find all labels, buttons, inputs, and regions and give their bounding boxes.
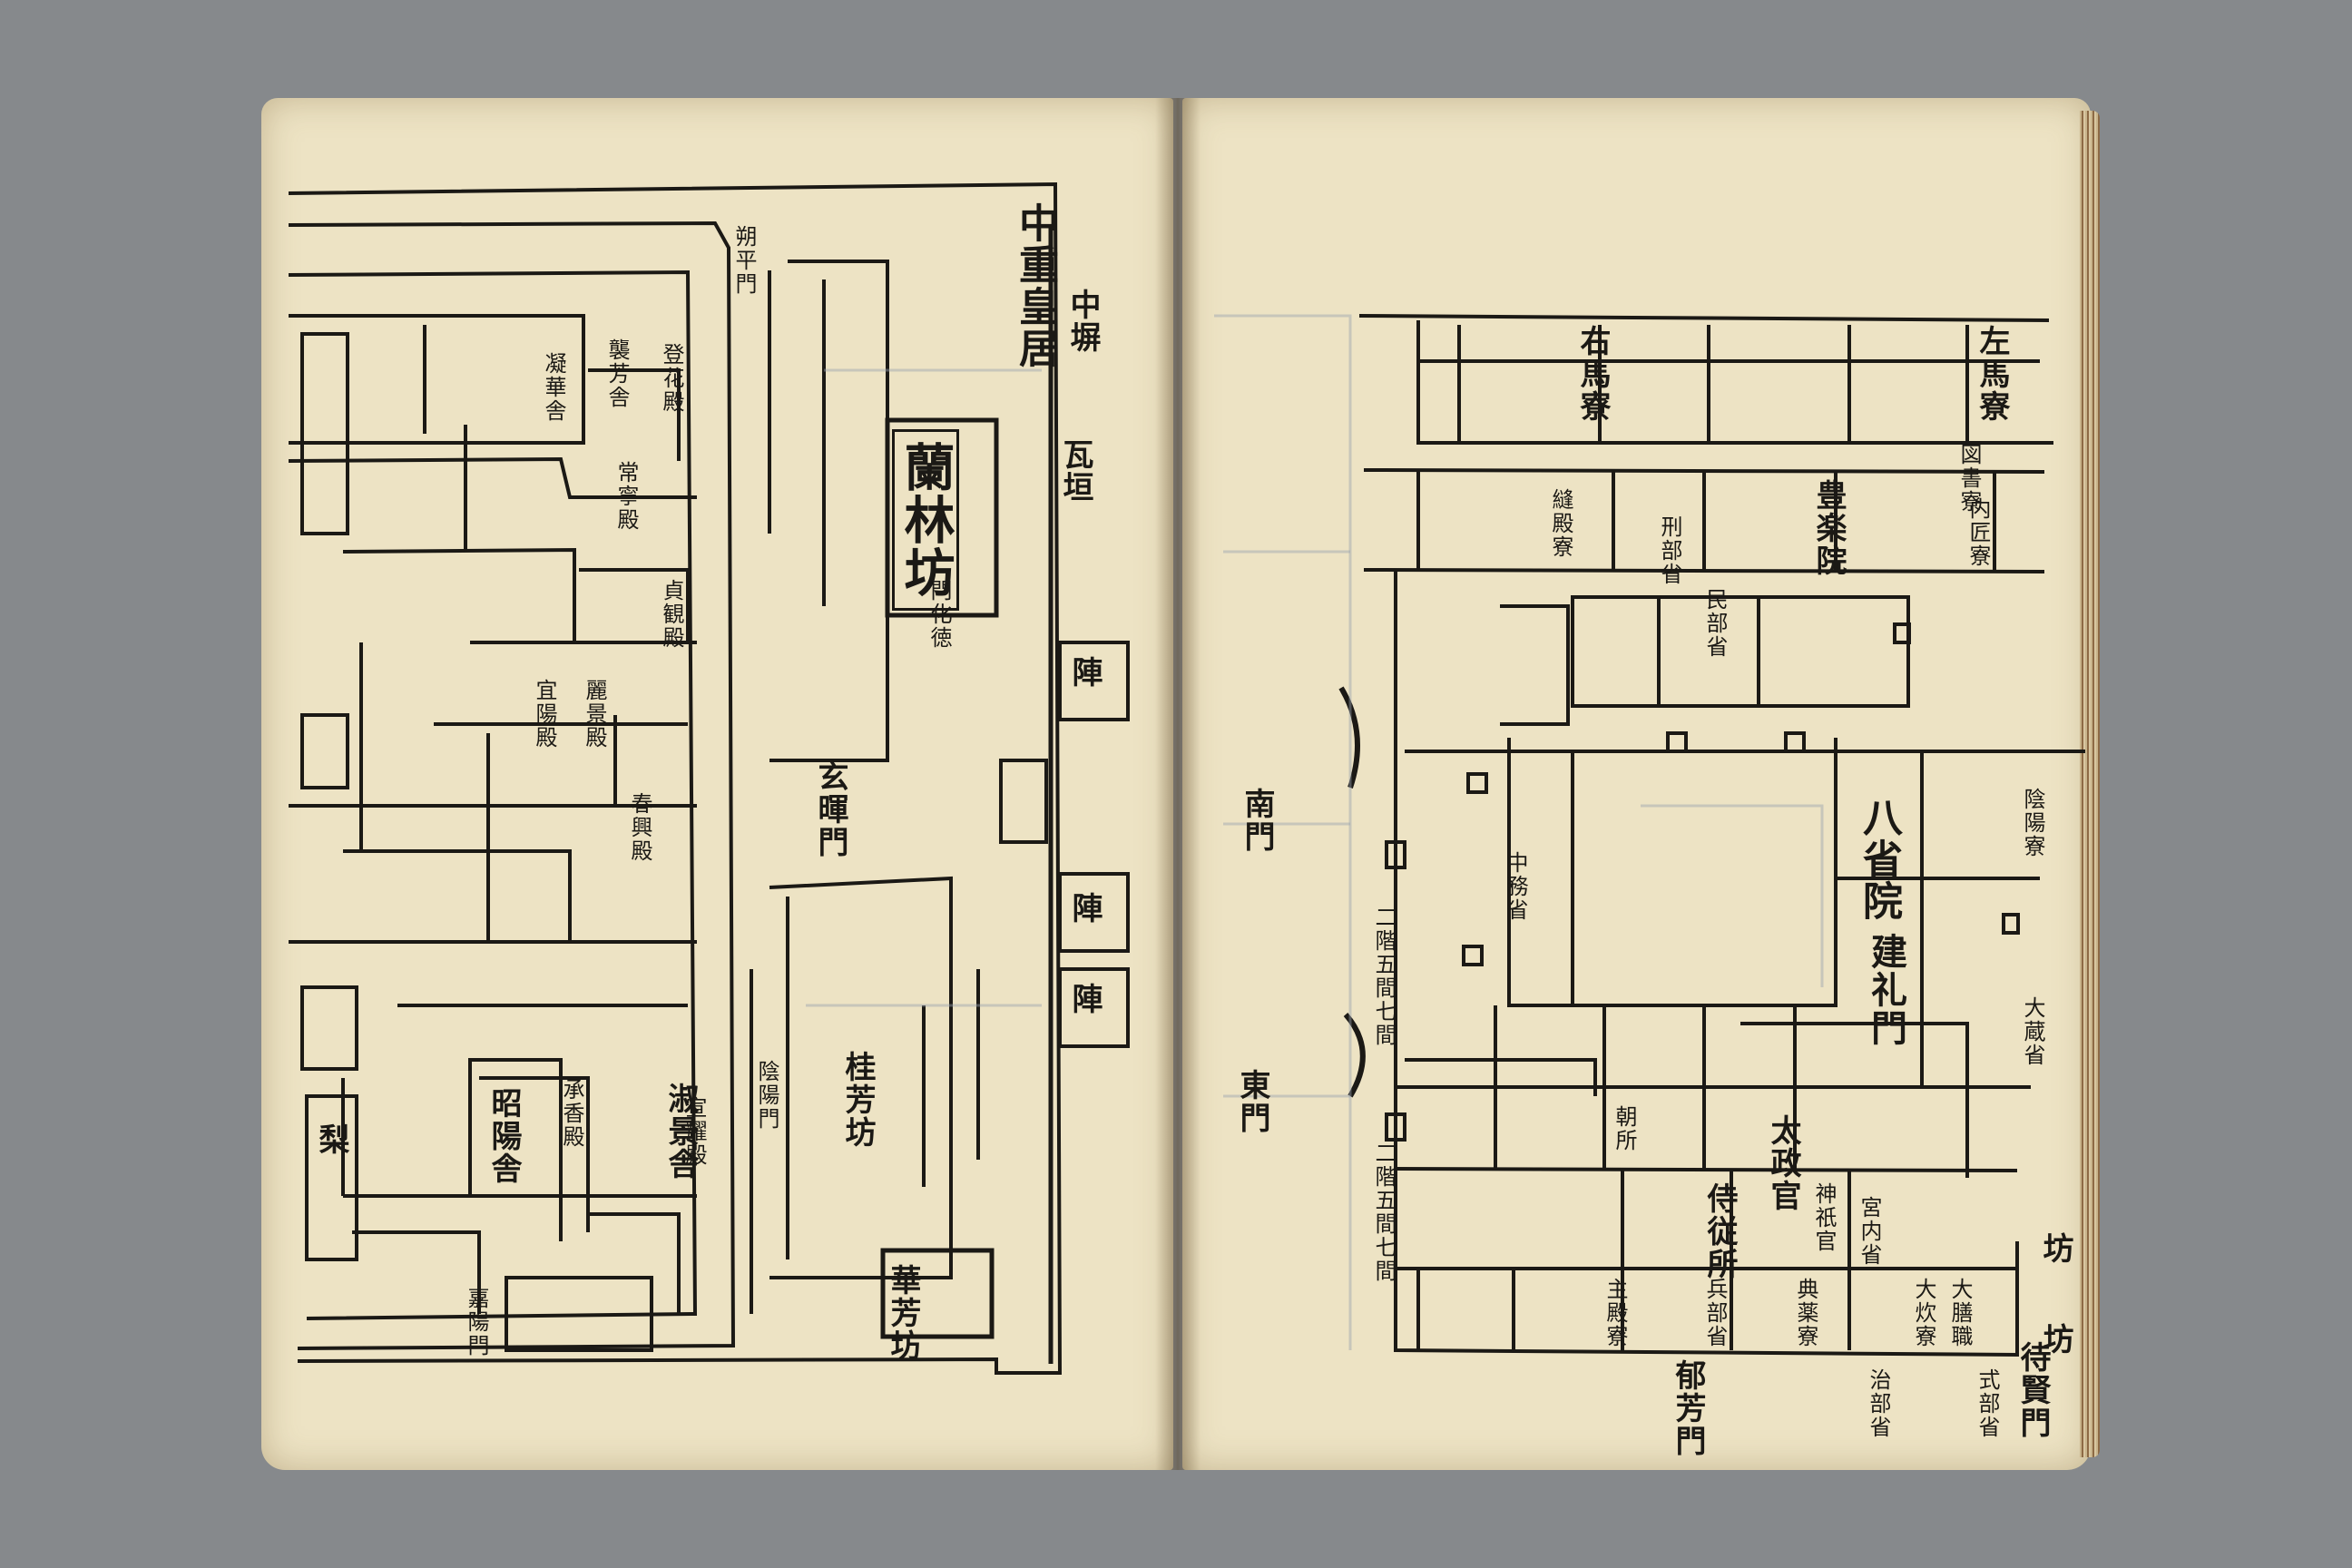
page-edges [2080, 111, 2100, 1457]
label-minbusho: 民部省 [1702, 588, 1728, 659]
outer-wall-left [288, 181, 1063, 1375]
label-taikenmon: 待賢門 [2014, 1341, 2051, 1439]
label-jokanden: 貞観殿 [659, 579, 684, 650]
bleed-through-lines [806, 314, 1824, 1350]
label-nuidonoryo: 縫殿寮 [1548, 488, 1573, 559]
label-tonomoryo: 主殿寮 [1602, 1278, 1628, 1348]
label-takumiryo: 内匠寮 [1965, 497, 1991, 568]
label-two-storey-2: 二階五間七間 [1371, 1142, 1396, 1283]
label-jin-2: 陣 [1066, 892, 1102, 925]
palace-plan-lines [288, 181, 2085, 1375]
label-kunaisho: 宮内省 [1857, 1196, 1882, 1267]
label-jin-3: 陣 [1066, 983, 1102, 1015]
label-shoyosha: 昭陽舎 [485, 1087, 522, 1185]
book-gutter [1155, 98, 1200, 1470]
label-oiryo: 大炊寮 [1911, 1278, 1936, 1348]
label-gyokasha: 凝華舎 [541, 352, 566, 423]
label-jingikan: 神祇官 [1811, 1182, 1837, 1253]
label-jibusho: 治部省 [1866, 1368, 1891, 1439]
label-nashi: 梨 [313, 1123, 349, 1156]
label-reikeiden: 麗景殿 [582, 679, 607, 750]
label-ainandokoro: 朝所 [1612, 1105, 1637, 1152]
label-kayomon: 嘉陽門 [464, 1287, 489, 1357]
label-bo-1: 坊 [2037, 1232, 2073, 1265]
label-joneiden: 常寧殿 [613, 461, 639, 532]
label-bo-2: 坊 [2037, 1323, 2073, 1356]
ranlin-ward-label: 蘭林坊 [892, 429, 959, 611]
huafang-ward-label: 華芳坊 [885, 1264, 921, 1362]
right-page [1182, 98, 2091, 1470]
label-kenreimon: 建礼門 [1865, 933, 1907, 1047]
label-east-gate: 東門 [1234, 1069, 1270, 1134]
label-onmyoryo: 陰陽寮 [2020, 788, 2045, 858]
label-keihobo: 桂芳坊 [839, 1051, 876, 1149]
label-hyobusho: 兵部省 [1702, 1278, 1728, 1348]
label-genkimon: 玄暉門 [812, 760, 848, 858]
label-ikuhomon: 郁芳門 [1670, 1359, 1706, 1457]
central-palace-label: 中重皇居 [1012, 202, 1058, 369]
central-wall-label: 中塀 [1064, 289, 1101, 354]
label-gyobusho: 刑部省 [1657, 515, 1682, 586]
label-sakuheimon: 朔平門 [731, 225, 757, 296]
label-jokyoden: 承香殿 [559, 1078, 584, 1149]
label-shuhosha: 襲芳舎 [604, 338, 630, 409]
label-okurasho: 大蔵省 [2020, 996, 2045, 1067]
label-jin-1: 陣 [1066, 656, 1102, 689]
left-page [261, 98, 1173, 1470]
label-gate-2: 陰陽門 [754, 1060, 779, 1131]
label-nakatsukasa: 中務省 [1503, 851, 1528, 922]
label-south-gate: 南門 [1239, 788, 1275, 853]
label-burakuin: 豊楽院 [1810, 479, 1847, 577]
label-tokaden: 登花殿 [659, 343, 684, 414]
label-shikibusho: 式部省 [1975, 1368, 2000, 1439]
label-shunkoden: 春興殿 [627, 792, 652, 863]
label-shigeisha: 淑景舎 [662, 1083, 699, 1181]
label-hasshoin: 八省院 [1856, 797, 1902, 922]
label-tenyakuryo: 典薬寮 [1793, 1278, 1818, 1348]
label-dajokan: 太政官 [1765, 1114, 1801, 1212]
label-samaryo: 左馬寮 [1974, 325, 2010, 423]
open-book: 蘭林坊 華芳坊 中重皇居 瓦垣 中塀 門化徳 陰陽門 昭陽舎 淑景舎 嘉陽門 宜… [261, 98, 2100, 1470]
label-gate-1: 門化徳 [926, 579, 952, 650]
label-senyoden: 宣耀殿 [681, 1096, 707, 1167]
wall-label: 瓦垣 [1057, 438, 1093, 504]
label-zushoryo: 図書寮 [1956, 443, 1982, 514]
label-giyoden: 宜陽殿 [532, 679, 557, 750]
label-two-storey-1: 二階五間七間 [1371, 906, 1396, 1047]
label-daizenshiki: 大膳職 [1947, 1278, 1973, 1348]
label-jijudokoro: 侍従所 [1701, 1182, 1738, 1280]
label-umaryo: 右馬寮 [1574, 325, 1611, 423]
